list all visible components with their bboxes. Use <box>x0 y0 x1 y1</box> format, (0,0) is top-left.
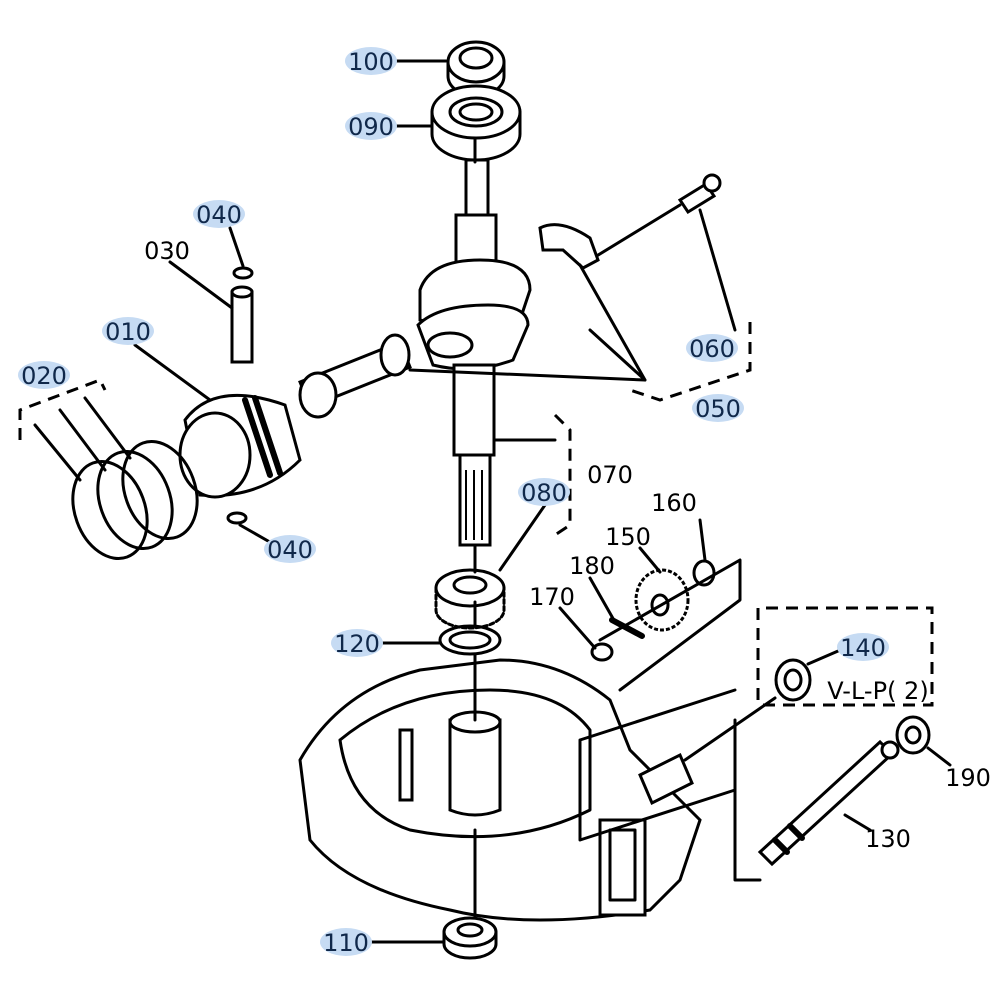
piston-pin-030[interactable] <box>230 266 254 364</box>
svg-text:050: 050 <box>695 395 741 423</box>
svg-text:120: 120 <box>334 630 380 658</box>
label-020[interactable]: 020 <box>18 361 70 390</box>
label-190[interactable]: 190 <box>945 764 991 792</box>
label-060[interactable]: 060 <box>686 334 738 363</box>
bracket-line <box>733 718 762 882</box>
svg-text:070: 070 <box>587 461 633 489</box>
connecting-rod[interactable] <box>298 333 412 419</box>
label-090[interactable]: 090 <box>345 112 397 141</box>
svg-text:190: 190 <box>945 764 991 792</box>
svg-text:020: 020 <box>21 362 67 390</box>
crankshaft[interactable] <box>416 158 532 547</box>
shaft-axis-line <box>683 696 777 762</box>
label-040-top[interactable]: 040 <box>193 200 245 229</box>
svg-text:090: 090 <box>348 113 394 141</box>
label-110[interactable]: 110 <box>320 928 372 957</box>
oil-seal-100[interactable] <box>446 40 506 98</box>
governor-shaft-line <box>598 558 742 692</box>
label-120[interactable]: 120 <box>331 629 383 658</box>
label-040-bottom[interactable]: 040 <box>264 535 316 564</box>
svg-text:V-L-P( 2): V-L-P( 2) <box>827 677 928 705</box>
svg-text:040: 040 <box>267 536 313 564</box>
svg-text:180: 180 <box>569 552 615 580</box>
sleeve-180[interactable] <box>609 617 645 639</box>
washer-120[interactable] <box>438 624 502 656</box>
label-050[interactable]: 050 <box>692 394 744 423</box>
label-170[interactable]: 170 <box>529 583 575 611</box>
svg-text:130: 130 <box>865 825 911 853</box>
label-100[interactable]: 100 <box>345 47 397 76</box>
svg-text:110: 110 <box>323 929 369 957</box>
label-010[interactable]: 010 <box>102 317 154 346</box>
svg-text:060: 060 <box>689 335 735 363</box>
governor-gear-150[interactable] <box>634 568 690 632</box>
label-130[interactable]: 130 <box>865 825 911 853</box>
seal-190[interactable] <box>895 715 931 755</box>
crankcase[interactable] <box>298 658 737 922</box>
label-070[interactable]: 070 <box>587 461 633 489</box>
gear-080[interactable] <box>434 568 506 630</box>
svg-text:140: 140 <box>840 634 886 662</box>
svg-text:170: 170 <box>529 583 575 611</box>
seal-140[interactable] <box>774 658 812 702</box>
svg-text:100: 100 <box>348 48 394 76</box>
svg-text:150: 150 <box>605 523 651 551</box>
washer-170[interactable] <box>590 642 614 662</box>
label-140[interactable]: 140 <box>837 633 889 662</box>
label-150[interactable]: 150 <box>605 523 651 551</box>
bolt-060[interactable] <box>588 173 722 262</box>
label-030[interactable]: 030 <box>144 237 190 265</box>
svg-text:040: 040 <box>196 201 242 229</box>
label-180[interactable]: 180 <box>569 552 615 580</box>
svg-text:080: 080 <box>521 479 567 507</box>
label-080[interactable]: 080 <box>518 478 570 507</box>
piston-010[interactable] <box>178 393 302 525</box>
piston-rings-020[interactable] <box>18 378 210 569</box>
leader-lines <box>133 59 952 944</box>
svg-text:160: 160 <box>651 489 697 517</box>
svg-text:030: 030 <box>144 237 190 265</box>
label-vlp[interactable]: V-L-P( 2) <box>827 677 928 705</box>
bracket-050[interactable] <box>538 223 600 270</box>
svg-text:010: 010 <box>105 318 151 346</box>
oil-seal-110[interactable] <box>442 916 498 960</box>
label-160[interactable]: 160 <box>651 489 697 517</box>
shaft-130[interactable] <box>757 739 900 867</box>
kit-box-vlp <box>756 606 934 707</box>
